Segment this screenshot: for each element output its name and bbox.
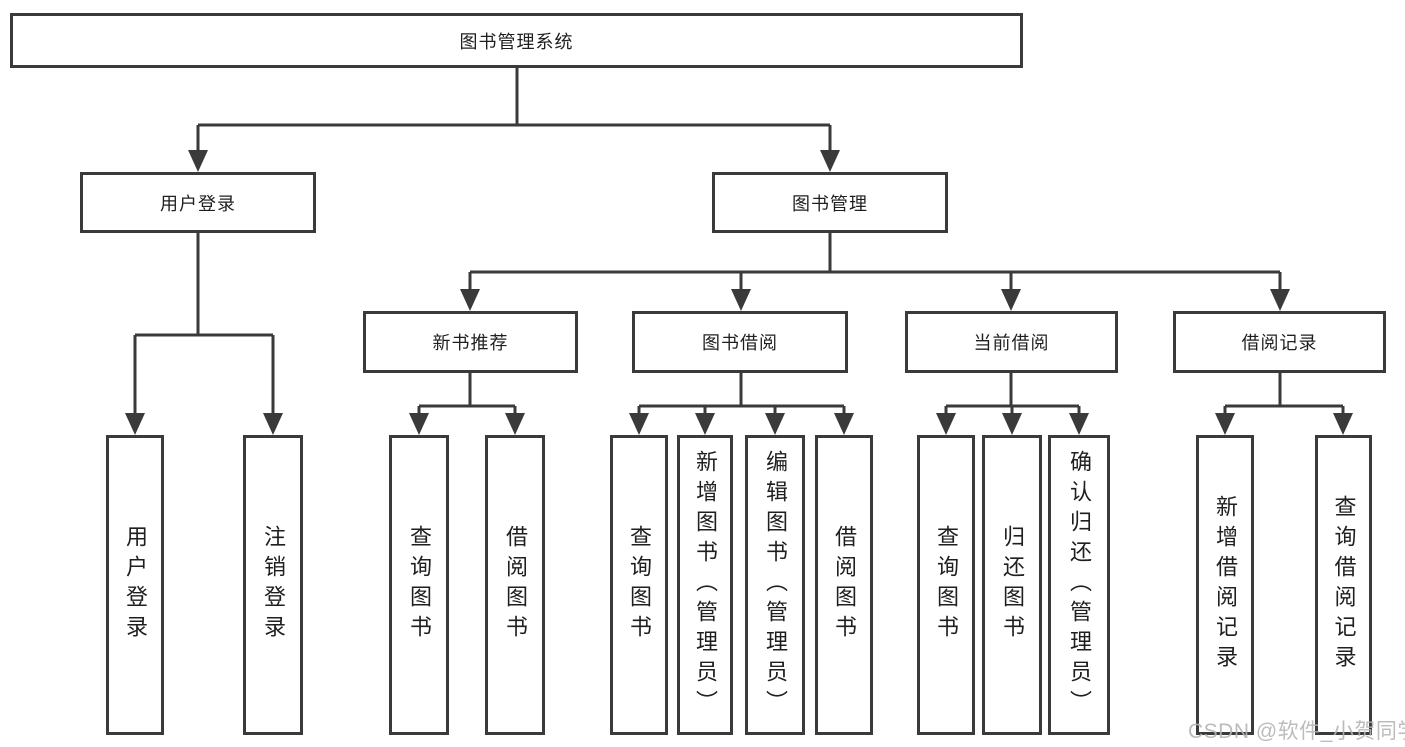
arrowhead xyxy=(1270,289,1290,311)
arrowhead xyxy=(188,150,208,172)
arrowheads xyxy=(125,150,1353,435)
node-book-management: 图书管理 xyxy=(712,172,948,233)
connector-currentborrow-to-leaves xyxy=(944,373,1081,414)
node-book-borrow: 图书借阅 xyxy=(632,311,848,373)
arrowhead xyxy=(629,413,649,435)
node-leaf-bb-add-books-admin-label: 新增图书（管理员） xyxy=(693,450,718,720)
node-current-borrow-label: 当前借阅 xyxy=(973,333,1050,353)
node-leaf-bb-query-books-label: 查询图书 xyxy=(627,525,652,645)
connector-borrowrecords-to-leaves xyxy=(1223,373,1345,414)
node-root-label: 图书管理系统 xyxy=(459,31,574,52)
arrowhead xyxy=(765,413,785,435)
node-book-management-label: 图书管理 xyxy=(792,193,868,214)
node-leaf-cb-query-books-label: 查询图书 xyxy=(934,525,959,645)
arrowhead xyxy=(1002,413,1022,435)
arrowhead xyxy=(731,289,751,311)
node-new-book-recommend-label: 新书推荐 xyxy=(432,333,509,353)
node-leaf-nb-query-books: 查询图书 xyxy=(389,435,449,735)
node-leaf-nb-query-books-label: 查询图书 xyxy=(407,525,432,645)
arrowhead xyxy=(125,413,145,435)
node-leaf-bb-edit-books-admin: 编辑图书（管理员） xyxy=(745,435,805,735)
arrowhead xyxy=(1333,413,1353,435)
node-leaf-nb-borrow-books-label: 借阅图书 xyxy=(503,525,528,645)
node-leaf-cb-confirm-return-admin-label: 确认归还（管理员） xyxy=(1067,450,1092,720)
arrowhead xyxy=(936,413,956,435)
node-leaf-bb-add-books-admin: 新增图书（管理员） xyxy=(677,435,733,735)
arrowhead xyxy=(820,150,840,172)
arrowhead xyxy=(505,413,525,435)
node-leaf-bb-query-books: 查询图书 xyxy=(610,435,668,735)
connector-root-to-level2 xyxy=(196,68,832,152)
node-borrow-records: 借阅记录 xyxy=(1173,311,1386,373)
node-book-borrow-label: 图书借阅 xyxy=(702,333,778,353)
arrowhead xyxy=(263,413,283,435)
node-leaf-cb-return-books-label: 归还图书 xyxy=(1000,525,1025,645)
connector-userlogin-to-leaves xyxy=(133,233,275,415)
node-new-book-recommend: 新书推荐 xyxy=(363,311,578,373)
connector-bookmgmt-to-level3 xyxy=(468,233,1282,291)
node-leaf-br-add-record-label: 新增借阅记录 xyxy=(1213,495,1238,675)
arrowhead xyxy=(695,413,715,435)
arrowhead xyxy=(1001,289,1021,311)
node-leaf-nb-borrow-books: 借阅图书 xyxy=(485,435,545,735)
node-leaf-user-login-label: 用户登录 xyxy=(123,525,148,645)
arrowhead xyxy=(460,289,480,311)
connector-bookborrow-to-leaves xyxy=(637,373,846,414)
arrowhead xyxy=(834,413,854,435)
node-leaf-cb-query-books: 查询图书 xyxy=(917,435,975,735)
node-leaf-bb-borrow-books-label: 借阅图书 xyxy=(832,525,857,645)
node-leaf-logout: 注销登录 xyxy=(243,435,303,735)
watermark: CSDN @软件_小贺同学 xyxy=(1188,720,1405,743)
node-leaf-user-login: 用户登录 xyxy=(106,435,164,735)
node-current-borrow: 当前借阅 xyxy=(905,311,1118,373)
arrowhead xyxy=(409,413,429,435)
node-user-login: 用户登录 xyxy=(80,172,316,233)
arrowhead xyxy=(1215,413,1235,435)
connector-newbooks-to-leaves xyxy=(417,373,517,414)
node-leaf-logout-label: 注销登录 xyxy=(261,525,286,645)
node-leaf-br-query-record: 查询借阅记录 xyxy=(1315,435,1372,735)
node-leaf-br-add-record: 新增借阅记录 xyxy=(1196,435,1254,735)
arrowhead xyxy=(1069,413,1089,435)
node-root: 图书管理系统 xyxy=(10,13,1023,68)
node-leaf-br-query-record-label: 查询借阅记录 xyxy=(1331,495,1357,675)
node-leaf-bb-edit-books-admin-label: 编辑图书（管理员） xyxy=(763,450,788,720)
node-leaf-cb-confirm-return-admin: 确认归还（管理员） xyxy=(1048,435,1110,735)
node-leaf-bb-borrow-books: 借阅图书 xyxy=(815,435,873,735)
node-leaf-cb-return-books: 归还图书 xyxy=(982,435,1042,735)
node-user-login-label: 用户登录 xyxy=(160,193,236,214)
node-borrow-records-label: 借阅记录 xyxy=(1241,333,1318,353)
